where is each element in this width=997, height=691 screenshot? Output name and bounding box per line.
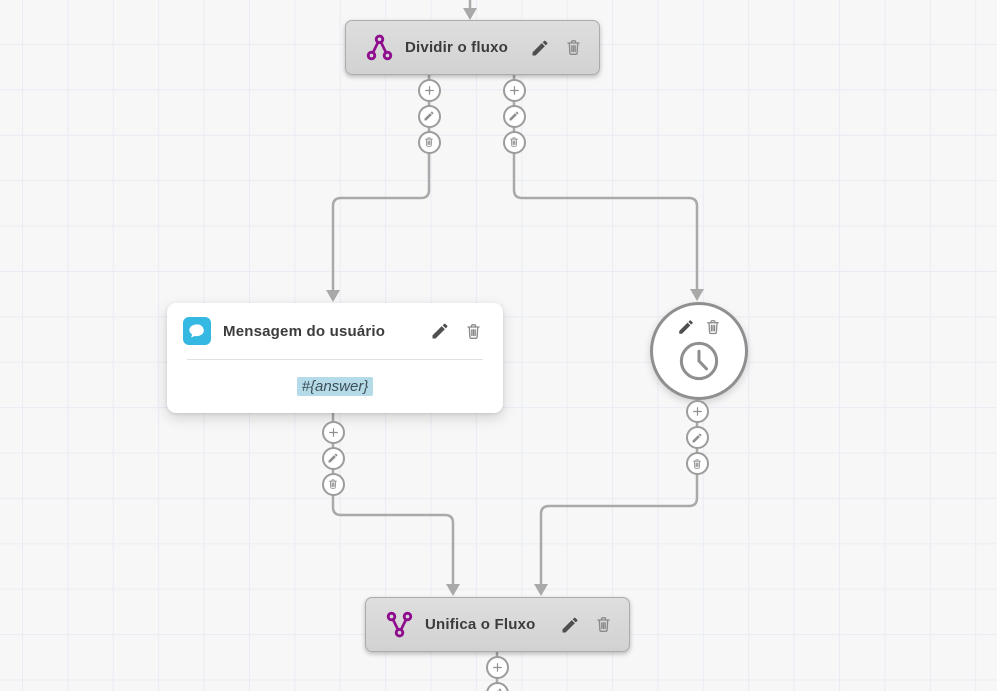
card-title: Mensagem do usuário: [223, 322, 386, 340]
pencil-icon: [491, 687, 503, 691]
merge-output-add-button[interactable]: [485, 655, 509, 679]
node-split-flow[interactable]: Dividir o fluxo: [345, 20, 600, 75]
timer-delete-button[interactable]: [704, 318, 722, 336]
merge-delete-button[interactable]: [594, 615, 613, 634]
plus-icon: [691, 405, 704, 418]
message-variable-chip[interactable]: #{answer}: [296, 376, 374, 396]
split-branch1-add-button[interactable]: [417, 78, 441, 102]
trash-icon: [464, 322, 483, 341]
merge-edit-button[interactable]: [560, 615, 580, 635]
trash-icon: [327, 478, 339, 490]
plus-icon: [508, 84, 521, 97]
timer-output-add-button[interactable]: [685, 400, 709, 423]
pencil-icon: [508, 110, 520, 122]
merge-icon: [386, 611, 413, 638]
plus-icon: [423, 84, 436, 97]
split-delete-button[interactable]: [564, 38, 583, 57]
pencil-icon: [691, 432, 703, 444]
message-edit-button[interactable]: [430, 321, 450, 341]
timer-output-delete-button[interactable]: [685, 452, 709, 475]
split-branch1-delete-button[interactable]: [417, 130, 441, 154]
split-branch2-delete-button[interactable]: [502, 130, 526, 154]
timer-actions: [677, 318, 722, 336]
trash-icon: [594, 615, 613, 634]
split-icon: [366, 34, 393, 61]
card-divider: [187, 359, 483, 360]
card-header: Mensagem do usuário: [167, 303, 503, 359]
pencil-icon: [423, 110, 435, 122]
pencil-icon: [677, 318, 695, 336]
node-title: Unifica o Fluxo: [425, 616, 536, 633]
message-delete-button[interactable]: [464, 322, 483, 341]
split-branch2-add-button[interactable]: [502, 78, 526, 102]
trash-icon: [704, 318, 722, 336]
pencil-icon: [327, 452, 339, 464]
pencil-icon: [530, 38, 550, 58]
trash-icon: [423, 136, 435, 148]
message-output-delete-button[interactable]: [321, 472, 345, 496]
timer-output-edit-button[interactable]: [685, 426, 709, 449]
pencil-icon: [560, 615, 580, 635]
trash-icon: [691, 458, 703, 470]
node-title: Dividir o fluxo: [405, 39, 509, 56]
trash-icon: [564, 38, 583, 57]
split-edit-button[interactable]: [530, 38, 550, 58]
chat-bubble-icon: [183, 317, 211, 345]
plus-icon: [491, 661, 504, 674]
card-body: #{answer}: [167, 360, 503, 412]
plus-icon: [327, 426, 340, 439]
message-output-add-button[interactable]: [321, 420, 345, 444]
trash-icon: [508, 136, 520, 148]
message-output-edit-button[interactable]: [321, 446, 345, 470]
timer-edit-button[interactable]: [677, 318, 695, 336]
node-user-message[interactable]: Mensagem do usuário #{answer}: [167, 303, 503, 413]
split-branch2-edit-button[interactable]: [502, 104, 526, 128]
pencil-icon: [430, 321, 450, 341]
node-merge-flow[interactable]: Unifica o Fluxo: [365, 597, 630, 652]
clock-icon: [676, 338, 722, 384]
node-wait-timer[interactable]: [650, 302, 748, 400]
split-branch1-edit-button[interactable]: [417, 104, 441, 128]
